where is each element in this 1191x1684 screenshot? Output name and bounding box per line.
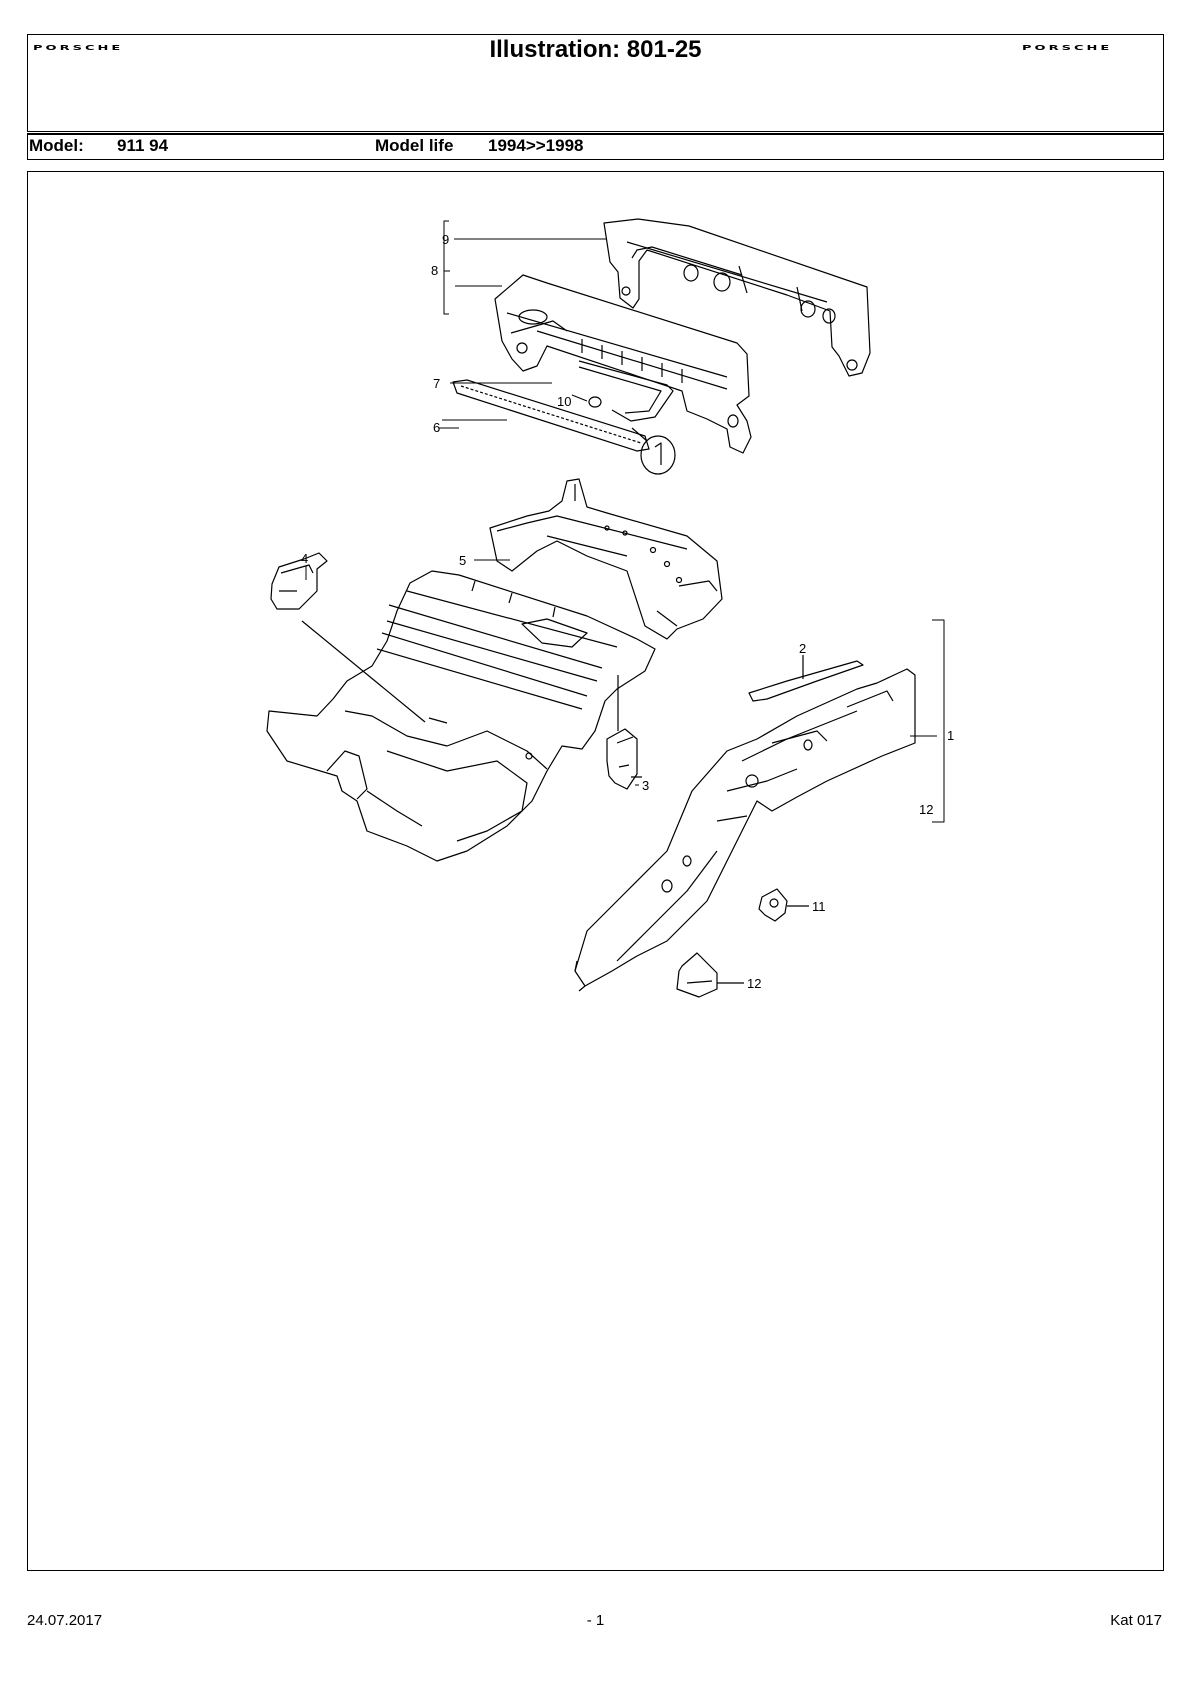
part-6-rear-strip xyxy=(452,379,650,452)
callout-3: 3 xyxy=(642,778,649,793)
callout-12-right: 12 xyxy=(919,802,933,817)
floor-pan xyxy=(266,570,656,862)
header-frame xyxy=(27,34,1164,132)
callout-6: 6 xyxy=(433,420,440,435)
model-bar xyxy=(27,133,1164,160)
part-4-bracket xyxy=(270,552,426,723)
callout-11: 11 xyxy=(812,899,826,914)
footer-page-number: - 1 xyxy=(586,1612,605,1629)
parts-diagram: 9 8 7 10 6 5 4 2 1 12 3 11 12 xyxy=(266,218,954,998)
part-1-side-member xyxy=(574,668,916,992)
part-7-strip xyxy=(578,360,674,422)
callout-9: 9 xyxy=(442,232,449,247)
callout-2: 2 xyxy=(799,641,806,656)
part-2-strip xyxy=(748,660,864,702)
footer-catalog: Kat 017 xyxy=(1110,1612,1162,1629)
model-life-value: 1994>>1998 xyxy=(488,136,584,155)
part-9-rear-crossmember xyxy=(603,218,871,377)
callout-10: 10 xyxy=(557,394,571,409)
callout-8: 8 xyxy=(431,263,438,278)
model-label: Model: xyxy=(29,136,84,155)
porsche-logo-left: PORSCHE xyxy=(33,44,124,53)
callout-12-bottom: 12 xyxy=(747,976,761,991)
model-life-label: Model life xyxy=(375,136,454,155)
callout-1: 1 xyxy=(947,728,954,743)
illustration-frame xyxy=(27,171,1164,1571)
callout-4: 4 xyxy=(301,551,308,566)
part-12-bracket xyxy=(676,952,744,998)
part-5-wheelhouse xyxy=(489,478,723,640)
porsche-logo-right: PORSCHE xyxy=(1022,44,1113,53)
model-value: 911 94 xyxy=(117,136,169,155)
part-8-crossmember-assembly xyxy=(494,274,752,454)
part-3-mount xyxy=(606,675,642,790)
callout-7: 7 xyxy=(433,376,440,391)
detail-marker xyxy=(631,427,676,475)
part-10-washer xyxy=(588,396,602,408)
page-title: Illustration: 801-25 xyxy=(489,36,702,63)
leader-lines xyxy=(305,220,945,823)
part-11-bracket xyxy=(758,888,809,922)
callout-5: 5 xyxy=(459,553,466,568)
footer-date: 24.07.2017 xyxy=(27,1612,103,1629)
